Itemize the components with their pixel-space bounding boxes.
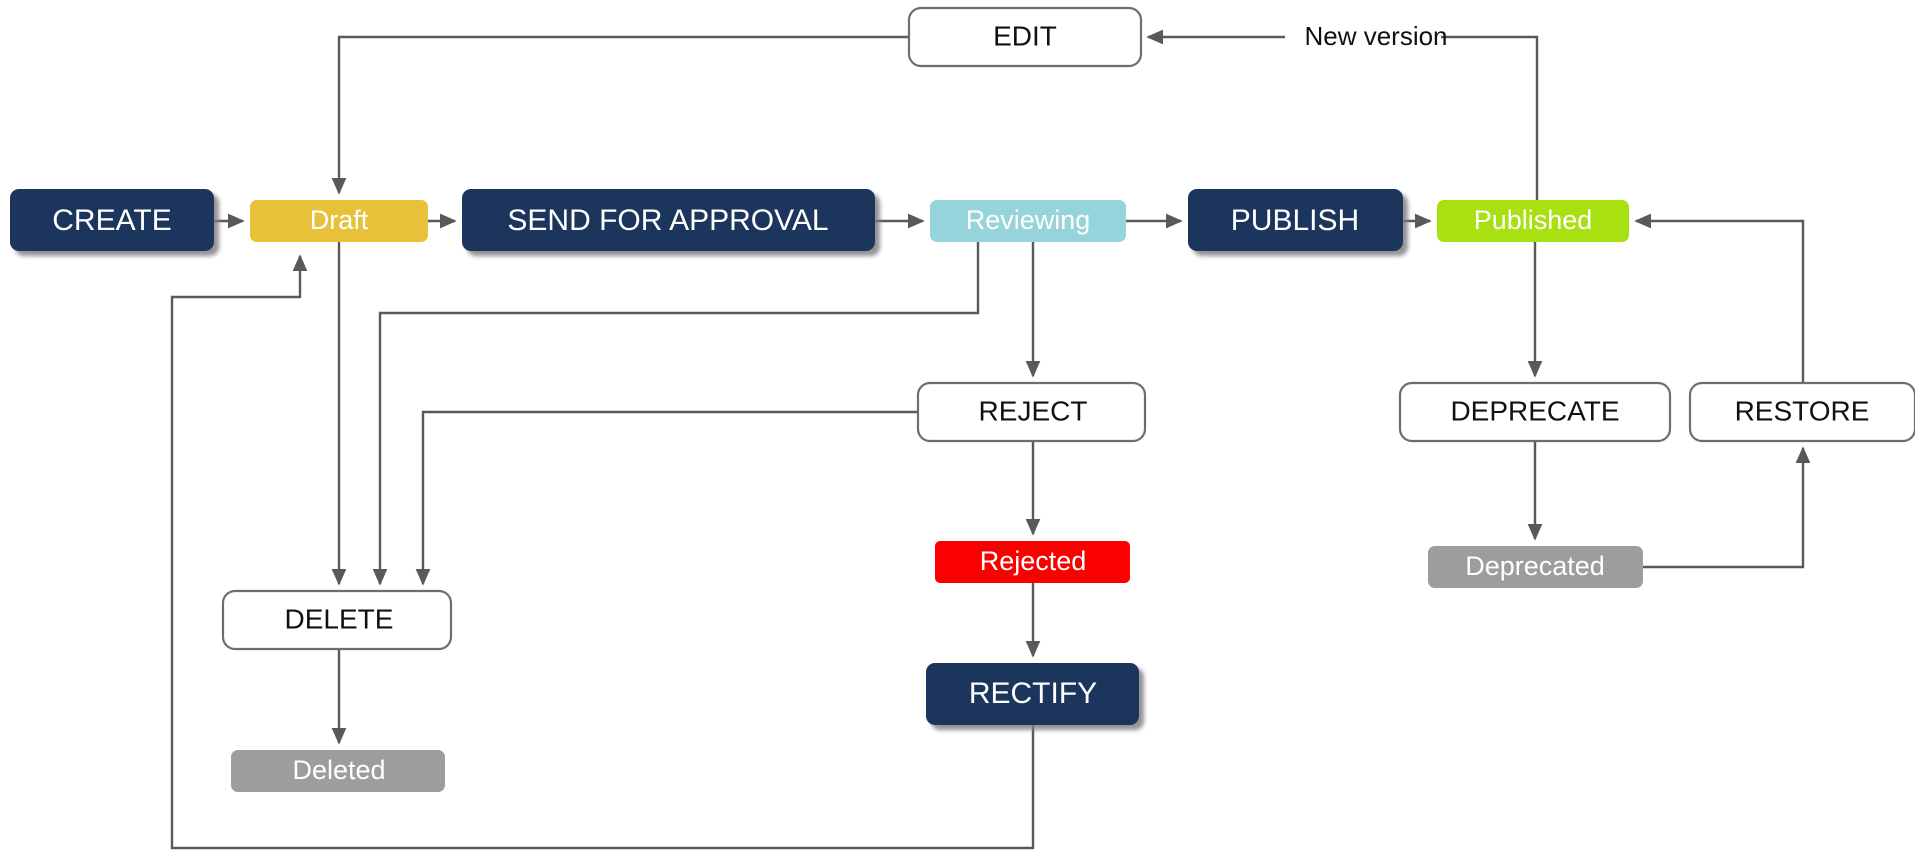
node-restore-shape — [1688, 381, 1915, 443]
edge-label-new-version: New version — [1304, 21, 1447, 51]
edge-deprecated-restore — [1643, 446, 1811, 569]
node-send-for-approval-label: SEND FOR APPROVAL — [507, 204, 828, 237]
node-publish-label: PUBLISH — [1231, 204, 1359, 237]
edge-reviewing-delete — [372, 242, 980, 586]
node-rectify-label: RECTIFY — [969, 677, 1097, 710]
node-publish[interactable]: PUBLISH — [1188, 189, 1403, 251]
node-reviewing[interactable]: Reviewing — [930, 200, 1126, 242]
node-send-for-approval-shape — [462, 189, 875, 251]
node-reject-shape — [916, 381, 1147, 443]
node-create-label: CREATE — [52, 204, 171, 237]
node-reject[interactable]: REJECT — [916, 381, 1147, 443]
node-restore[interactable]: RESTORE — [1688, 381, 1915, 443]
node-deprecate-label: DEPRECATE — [1450, 395, 1619, 426]
node-published-shape — [1437, 200, 1629, 242]
edge-reject-delete — [415, 410, 918, 586]
node-deprecate-shape — [1398, 381, 1672, 443]
node-deprecated-shape — [1428, 546, 1643, 588]
node-published[interactable]: Published — [1437, 200, 1629, 242]
node-published-label: Published — [1474, 205, 1593, 235]
node-rectify-shape — [926, 663, 1139, 725]
node-delete-label: DELETE — [285, 603, 394, 634]
node-edit-shape — [907, 6, 1143, 68]
node-edit[interactable]: EDIT — [907, 6, 1143, 68]
node-edit-label: EDIT — [993, 20, 1057, 51]
edge-edit-draft — [331, 35, 909, 195]
node-deprecated[interactable]: Deprecated — [1428, 546, 1643, 588]
node-deleted[interactable]: Deleted — [231, 750, 445, 792]
edges-layer — [170, 29, 1811, 850]
node-deprecate[interactable]: DEPRECATE — [1398, 381, 1672, 443]
node-deprecated-label: Deprecated — [1465, 551, 1605, 581]
node-restore-label: RESTORE — [1735, 395, 1870, 426]
node-rejected-shape — [935, 541, 1130, 583]
node-deleted-label: Deleted — [292, 755, 385, 785]
node-deleted-shape — [231, 750, 445, 792]
node-reviewing-shape — [930, 200, 1126, 242]
node-rejected-label: Rejected — [980, 546, 1087, 576]
node-send-for-approval[interactable]: SEND FOR APPROVAL — [462, 189, 875, 251]
edge-rectify-draft — [170, 254, 1035, 850]
edge-labels-layer: New version — [1304, 21, 1447, 51]
node-rectify[interactable]: RECTIFY — [926, 663, 1139, 725]
edge-restore-published — [1634, 213, 1805, 383]
edge-published-edit-right — [1441, 35, 1539, 200]
node-rejected[interactable]: Rejected — [935, 541, 1130, 583]
node-draft-label: Draft — [310, 205, 369, 235]
node-create[interactable]: CREATE — [10, 189, 214, 251]
node-delete[interactable]: DELETE — [221, 589, 453, 651]
node-reviewing-label: Reviewing — [966, 205, 1091, 235]
node-publish-shape — [1188, 189, 1403, 251]
node-reject-label: REJECT — [979, 395, 1088, 426]
node-create-shape — [10, 189, 214, 251]
node-draft[interactable]: Draft — [250, 200, 428, 242]
node-delete-shape — [221, 589, 453, 651]
node-draft-shape — [250, 200, 428, 242]
